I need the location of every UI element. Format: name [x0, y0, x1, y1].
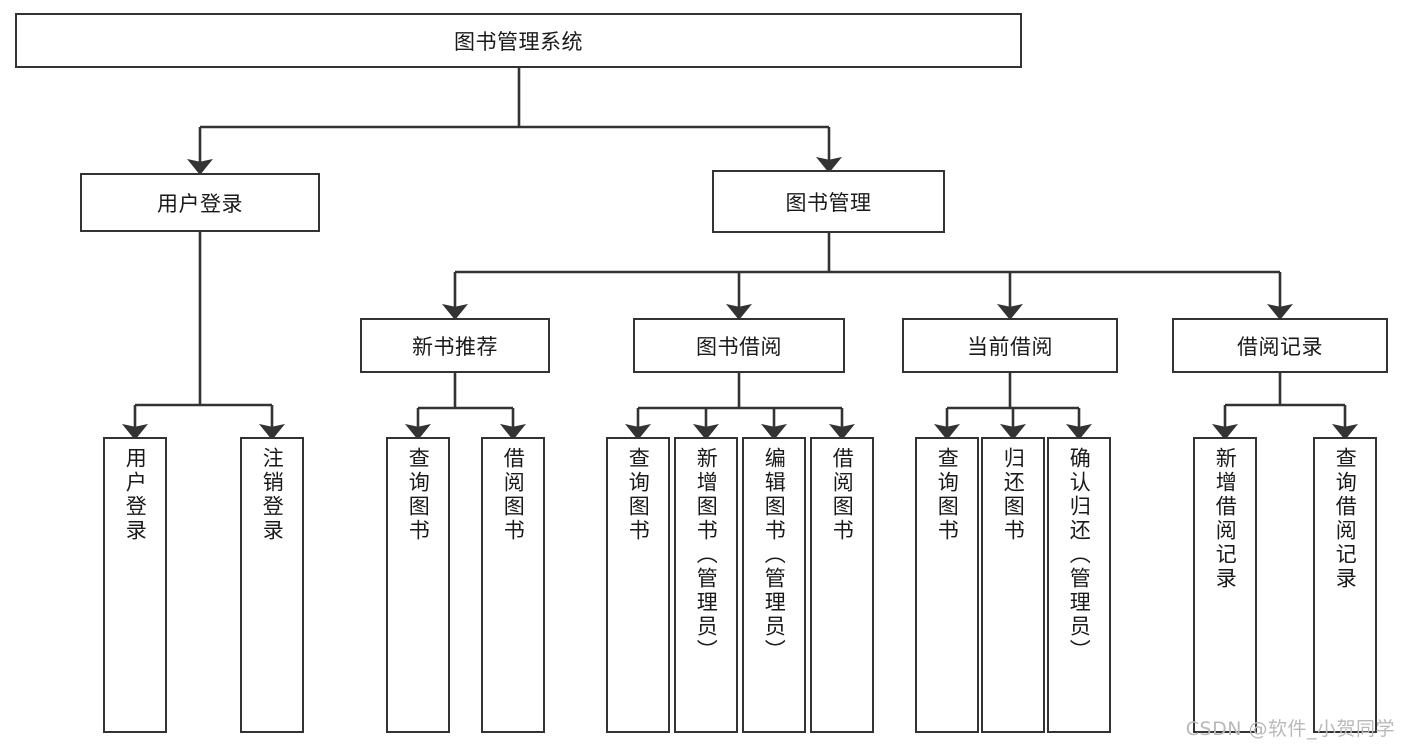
node-leaf-logout[interactable]: 注销登录 — [240, 437, 304, 733]
node-root-label: 图书管理系统 — [454, 29, 583, 54]
node-book-borrow-label: 图书借阅 — [696, 334, 782, 359]
node-leaf-query-book[interactable]: 查询图书 — [606, 437, 670, 733]
node-leaf-query-book-cur[interactable]: 查询图书 — [915, 437, 979, 733]
node-leaf-query-book-label: 查询图书 — [626, 447, 651, 543]
node-leaf-borrow-book-label: 借阅图书 — [830, 447, 855, 543]
node-leaf-query-record[interactable]: 查询借阅记录 — [1313, 437, 1377, 733]
node-leaf-logout-label: 注销登录 — [260, 447, 285, 543]
node-user-login[interactable]: 用户登录 — [80, 173, 320, 232]
watermark: CSDN @软件_小贺同学 — [1185, 718, 1395, 740]
node-leaf-user-login-label: 用户登录 — [123, 447, 148, 543]
node-borrow-record[interactable]: 借阅记录 — [1172, 318, 1388, 373]
node-leaf-edit-book[interactable]: 编辑图书（管理员） — [742, 437, 806, 733]
node-leaf-query-book-rec[interactable]: 查询图书 — [386, 437, 450, 733]
node-new-book-recommend[interactable]: 新书推荐 — [360, 318, 550, 373]
node-book-borrow[interactable]: 图书借阅 — [633, 318, 845, 373]
node-new-book-recommend-label: 新书推荐 — [412, 334, 498, 359]
node-leaf-add-book-label: 新增图书（管理员） — [694, 447, 719, 663]
node-leaf-edit-book-label: 编辑图书（管理员） — [762, 447, 787, 663]
node-book-manage-label: 图书管理 — [785, 190, 872, 215]
node-leaf-return-book[interactable]: 归还图书 — [981, 437, 1045, 733]
node-leaf-add-record-label: 新增借阅记录 — [1213, 447, 1238, 591]
node-leaf-add-record[interactable]: 新增借阅记录 — [1193, 437, 1257, 733]
node-user-login-label: 用户登录 — [157, 191, 243, 216]
node-book-manage[interactable]: 图书管理 — [712, 170, 945, 233]
node-leaf-query-record-label: 查询借阅记录 — [1333, 447, 1358, 591]
node-root[interactable]: 图书管理系统 — [15, 13, 1022, 68]
node-leaf-confirm-return-label: 确认归还（管理员） — [1067, 447, 1092, 663]
node-leaf-add-book[interactable]: 新增图书（管理员） — [674, 437, 738, 733]
node-leaf-return-book-label: 归还图书 — [1001, 447, 1026, 543]
node-current-borrow[interactable]: 当前借阅 — [902, 318, 1118, 373]
node-leaf-confirm-return[interactable]: 确认归还（管理员） — [1047, 437, 1111, 733]
node-leaf-borrow-book[interactable]: 借阅图书 — [810, 437, 874, 733]
node-leaf-borrow-book-rec-label: 借阅图书 — [501, 447, 526, 543]
node-leaf-borrow-book-rec[interactable]: 借阅图书 — [481, 437, 545, 733]
node-leaf-user-login[interactable]: 用户登录 — [103, 437, 167, 733]
node-leaf-query-book-rec-label: 查询图书 — [406, 447, 431, 543]
node-current-borrow-label: 当前借阅 — [967, 334, 1053, 359]
node-borrow-record-label: 借阅记录 — [1237, 334, 1323, 359]
node-leaf-query-book-cur-label: 查询图书 — [935, 447, 960, 543]
